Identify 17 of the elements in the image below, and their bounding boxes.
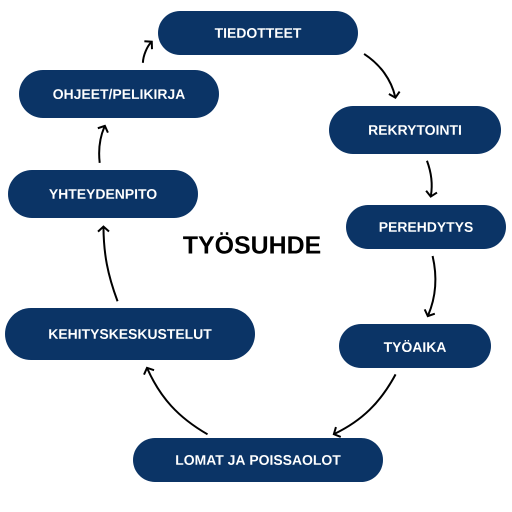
arrow	[364, 53, 400, 99]
process-pill: OHJEET/PELIKIRJA	[19, 70, 219, 118]
process-pill: YHTEYDENPITO	[8, 170, 198, 218]
process-pill: KEHITYSKESKUSTELUT	[5, 308, 255, 360]
title: TYÖSUHDE	[183, 232, 320, 254]
process-pill: TYÖAIKA	[339, 324, 491, 368]
process-pill: TIEDOTTEET	[158, 11, 358, 55]
arrow	[424, 256, 436, 318]
arrow	[142, 40, 153, 63]
arrow	[425, 160, 438, 198]
arrow	[143, 366, 208, 436]
process-pill: PEREHDYTYS	[346, 205, 506, 249]
arrow	[332, 374, 396, 438]
process-pill: REKRYTOINTI	[329, 106, 501, 154]
arrow	[98, 124, 109, 163]
process-pill: LOMAT JA POISSAOLOT	[133, 438, 383, 482]
arrow	[97, 225, 118, 302]
